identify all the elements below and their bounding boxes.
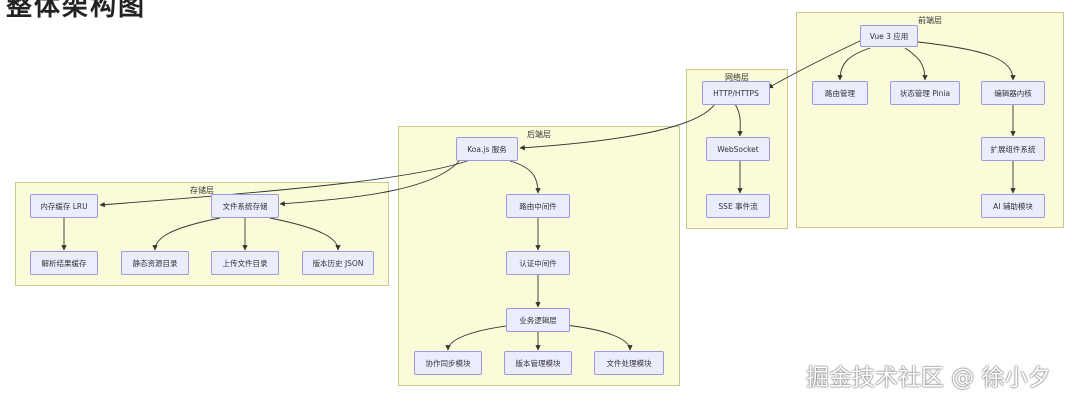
node-parse-cache[interactable]: 解析结果缓存 — [30, 251, 98, 275]
edge-biz-file — [564, 324, 633, 351]
node-vue-app[interactable]: Vue 3 应用 — [860, 25, 918, 47]
node-route-middleware[interactable]: 路由中间件 — [506, 194, 570, 218]
node-version-module[interactable]: 版本管理模块 — [504, 351, 572, 375]
node-file-module[interactable]: 文件处理模块 — [594, 351, 664, 375]
edge-fs-static — [152, 217, 221, 251]
node-static-dir[interactable]: 静态资源目录 — [121, 251, 189, 275]
edge-vue-router — [837, 47, 871, 81]
node-ai-module[interactable]: AI 辅助模块 — [981, 194, 1045, 218]
edge-biz-collab — [445, 324, 516, 351]
node-websocket[interactable]: WebSocket — [706, 137, 770, 161]
layer-frontend: 前端层 — [796, 12, 1064, 228]
edge-http-koa — [519, 103, 716, 151]
node-fs-storage[interactable]: 文件系统存储 — [211, 194, 279, 218]
edge-vue-editor — [917, 41, 1016, 81]
node-memory-cache[interactable]: 内存缓存 LRU — [30, 194, 98, 218]
node-editor-core[interactable]: 编辑器内核 — [981, 81, 1045, 105]
node-auth-middleware[interactable]: 认证中间件 — [506, 251, 570, 275]
layer-title-backend: 后端层 — [527, 130, 551, 139]
page-heading: 整体架构图 — [6, 0, 147, 22]
edge-fs-version — [269, 217, 341, 251]
edge-koa-mem-cache — [99, 159, 471, 208]
watermark: 掘金技术社区 @ 徐小夕 — [806, 365, 1051, 391]
node-state-mgmt[interactable]: 状态管理 Pinia — [890, 81, 960, 105]
node-koa[interactable]: Koa.js 服务 — [456, 137, 518, 161]
edge-koa-route — [509, 160, 541, 194]
layer-title-network: 网络层 — [725, 73, 749, 82]
node-http[interactable]: HTTP/HTTPS — [702, 81, 770, 105]
node-version-json[interactable]: 版本历史 JSON — [302, 251, 374, 275]
node-router-mgmt[interactable]: 路由管理 — [812, 81, 868, 105]
node-sse[interactable]: SSE 事件流 — [706, 194, 770, 218]
edge-koa-fs — [279, 159, 461, 207]
node-collab-module[interactable]: 协作同步模块 — [414, 351, 482, 375]
layer-title-storage: 存储层 — [190, 186, 214, 195]
node-upload-dir[interactable]: 上传文件目录 — [211, 251, 279, 275]
edge-http-websocket — [734, 103, 743, 137]
edge-vue-state — [904, 47, 928, 81]
node-plugin-system[interactable]: 扩展组件系统 — [981, 137, 1045, 161]
edge-vue-http — [767, 39, 863, 89]
node-business-layer[interactable]: 业务逻辑层 — [506, 308, 570, 332]
layer-title-frontend: 前端层 — [918, 16, 942, 25]
